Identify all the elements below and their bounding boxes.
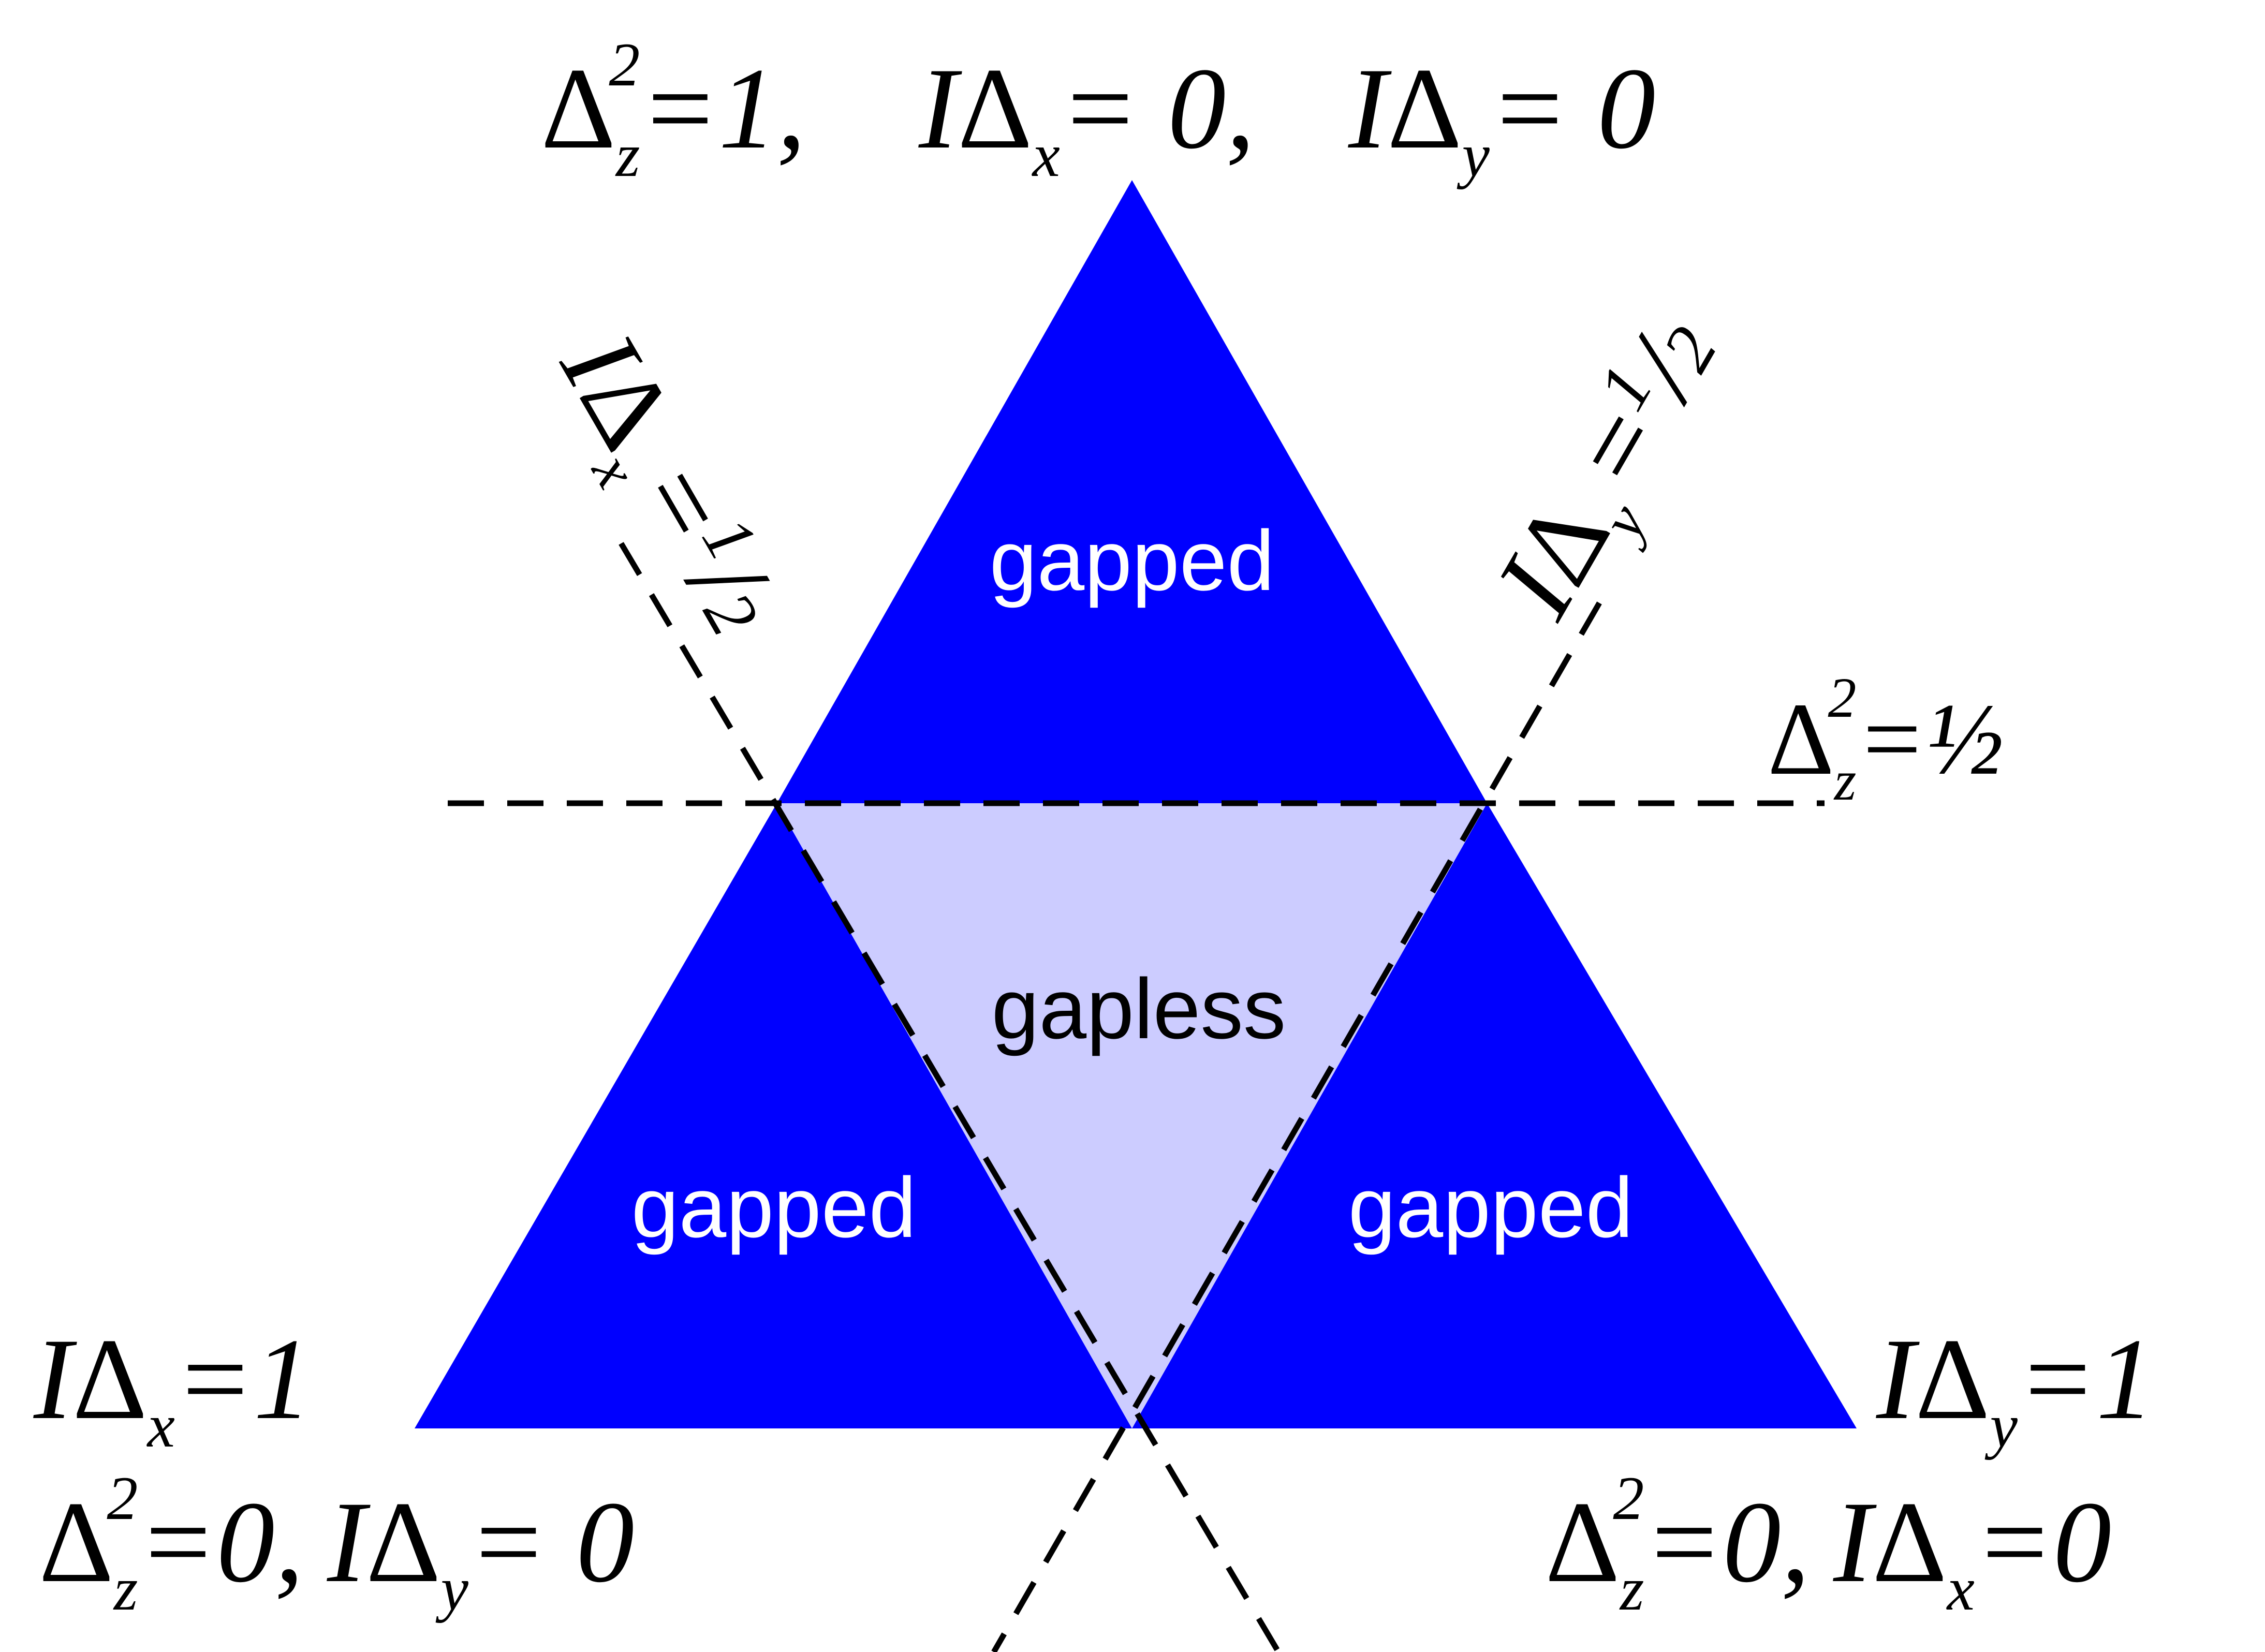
svg-text:Δz2=½: Δz 2=½	[1768, 666, 2004, 812]
subscript-x: x	[1946, 1554, 1975, 1623]
svg-text:IΔy=1: IΔy=1	[1876, 1314, 2154, 1460]
region-label-right: gapped	[1348, 1160, 1634, 1255]
delta-symbol: Δ	[366, 1477, 441, 1606]
superscript-2: 2	[1613, 1464, 1644, 1532]
delta-symbol: Δ	[1545, 1477, 1620, 1606]
equals-zero: =0,	[138, 1477, 304, 1606]
superscript-2: 2	[1828, 666, 1856, 729]
vertex-label-left: IΔx=1 Δz2=0,IΔy= 0	[33, 1314, 635, 1623]
gapped-region-top	[777, 180, 1487, 803]
equals-zero: = 0	[1490, 43, 1656, 173]
subscript-y: y	[435, 1554, 469, 1623]
delta-symbol: Δ	[958, 43, 1033, 173]
line-i-delta-y-half	[991, 601, 1602, 1652]
svg-text:Δz2=0,IΔy= 0: Δz2=0,IΔy= 0	[39, 1464, 635, 1623]
gapped-region-right	[1132, 803, 1857, 1428]
line-i-delta-x-half	[619, 542, 1281, 1652]
subscript-z: z	[1619, 1554, 1644, 1623]
i-symbol: I	[1876, 1314, 1920, 1443]
equals-one: =1	[2018, 1314, 2154, 1443]
subscript-y: y	[1984, 1391, 2018, 1460]
svg-text:IΔx=1/2: IΔx=1/2	[525, 312, 806, 660]
subscript-x: x	[1032, 121, 1060, 189]
gapped-region-left	[415, 803, 1132, 1428]
region-label-center: gapless	[992, 961, 1286, 1056]
gapless-region	[777, 803, 1487, 1428]
subscript-z: z	[1833, 749, 1857, 812]
delta-symbol: Δ	[1768, 682, 1834, 797]
vertex-label-top: Δz2=1, IΔx= 0, IΔy= 0	[541, 30, 1656, 189]
region-label-top: gapped	[990, 513, 1275, 608]
equals-zero: = 0,	[1060, 43, 1255, 173]
svg-text:IΔx= 0,: IΔx= 0,	[918, 43, 1255, 189]
subscript-z: z	[113, 1554, 138, 1623]
equals-one: =1,	[640, 43, 806, 173]
delta-symbol: Δ	[1915, 1314, 1990, 1443]
svg-text:Δz2=0,IΔx=0: Δz2=0,IΔx=0	[1545, 1464, 2111, 1623]
line-label-delta-z-half: Δz 2=½	[1768, 666, 2004, 812]
region-label-left: gapped	[631, 1160, 917, 1255]
svg-text:IΔx=1: IΔx=1	[33, 1314, 312, 1460]
delta-symbol: Δ	[72, 1314, 148, 1443]
equals-one: =1	[175, 1314, 312, 1443]
delta-symbol: Δ	[541, 43, 616, 173]
line-label-i-delta-y-half: IΔy=1/2	[1472, 296, 1752, 643]
line-label-i-delta-x-half: IΔx=1/2	[525, 312, 806, 660]
equals-zero: = 0	[468, 1477, 635, 1606]
superscript-2: 2	[107, 1464, 138, 1532]
equals-zero: =0,	[1644, 1477, 1810, 1606]
delta-symbol: Δ	[1387, 43, 1462, 173]
subscript-y: y	[1457, 121, 1490, 189]
vertex-label-right: IΔy=1 Δz2=0,IΔx=0	[1545, 1314, 2154, 1623]
i-symbol: I	[1833, 1477, 1877, 1606]
superscript-2: 2	[609, 30, 640, 99]
i-symbol: I	[918, 43, 962, 173]
svg-text:IΔy=1/2: IΔy=1/2	[1472, 296, 1752, 643]
svg-text:IΔy= 0: IΔy= 0	[1348, 43, 1656, 189]
equals-zero: =0	[1975, 1477, 2111, 1606]
delta-symbol: Δ	[1872, 1477, 1947, 1606]
delta-symbol: Δ	[39, 1477, 114, 1606]
dashed-lines	[448, 542, 1825, 1652]
i-symbol: I	[327, 1477, 371, 1606]
svg-text:Δz2=1,: Δz 2=1,	[541, 30, 806, 189]
i-symbol: I	[33, 1314, 77, 1443]
subscript-z: z	[615, 121, 640, 189]
equals-half: =½	[1856, 682, 2004, 797]
subscript-x: x	[146, 1391, 175, 1460]
i-symbol: I	[1348, 43, 1392, 173]
